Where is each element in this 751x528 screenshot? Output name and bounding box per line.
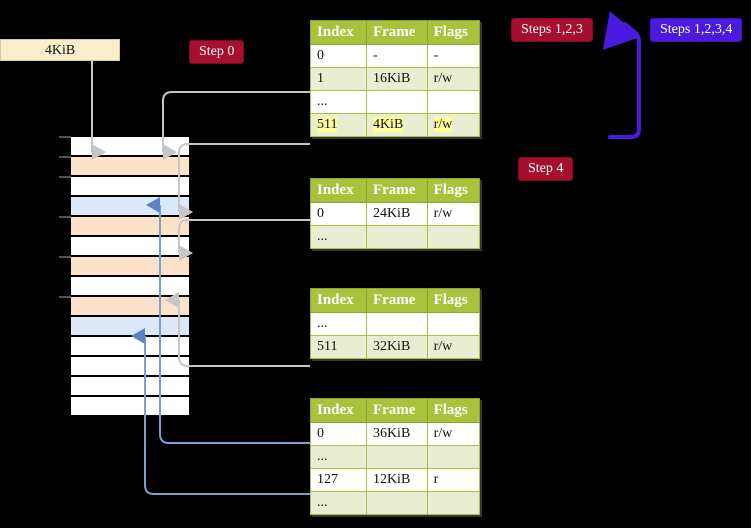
memory-frame-2 xyxy=(59,176,190,196)
memory-frame-0 xyxy=(59,136,190,156)
column-header-flags: Flags xyxy=(426,20,481,45)
table-cell-frame xyxy=(365,225,428,249)
column-header-index: Index xyxy=(310,20,367,45)
column-header-index: Index xyxy=(310,288,367,313)
column-header-frame: Frame xyxy=(365,398,428,423)
table-cell-index: ... xyxy=(310,445,367,469)
memory-frame-9 xyxy=(70,316,190,336)
memory-frame-8 xyxy=(59,296,190,316)
wire-steps-1234-bracket xyxy=(602,10,641,139)
memory-frame-4 xyxy=(59,216,190,236)
memory-frame-tick xyxy=(59,176,71,178)
memory-frame-6 xyxy=(59,256,190,276)
table-cell-frame: 24KiB xyxy=(365,202,428,226)
column-header-flags: Flags xyxy=(426,178,481,203)
table-cell-index: 1 xyxy=(310,67,367,91)
memory-frame-tick xyxy=(59,216,71,218)
column-header-flags: Flags xyxy=(426,288,481,313)
table-cell-index: 511 xyxy=(310,335,367,359)
memory-frame-tick xyxy=(59,296,71,298)
memory-frame-12 xyxy=(70,376,190,396)
table-cell-index: ... xyxy=(310,491,367,515)
table-cell-index: ... xyxy=(310,225,367,249)
memory-frame-5 xyxy=(70,236,190,256)
table-cell-frame: 32KiB xyxy=(365,335,428,359)
memory-frame-3 xyxy=(70,196,190,216)
table-cell-index: 0 xyxy=(310,422,367,446)
column-header-frame: Frame xyxy=(365,20,428,45)
table-cell-frame: 12KiB xyxy=(365,468,428,492)
memory-frame-tick xyxy=(59,156,71,158)
table-cell-index: 0 xyxy=(310,202,367,226)
table-cell-frame xyxy=(365,312,428,336)
table-cell-flags xyxy=(426,445,481,469)
table-cell-frame xyxy=(365,90,428,114)
column-header-frame: Frame xyxy=(365,288,428,313)
wire-l2-row511 xyxy=(165,292,310,367)
memory-frame-tick xyxy=(59,256,71,258)
memory-frame-11 xyxy=(70,356,190,376)
column-header-flags: Flags xyxy=(426,398,481,423)
column-header-index: Index xyxy=(310,178,367,203)
table-cell-frame xyxy=(365,445,428,469)
table-cell-index: 0 xyxy=(310,44,367,68)
table-cell-flags xyxy=(426,225,481,249)
column-header-index: Index xyxy=(310,398,367,423)
table-cell-frame: 4KiB xyxy=(365,113,428,137)
table-cell-flags: r xyxy=(426,468,481,492)
table-row[interactable]: ... xyxy=(310,445,481,469)
table-cell-flags xyxy=(426,90,481,114)
table-cell-index: ... xyxy=(310,90,367,114)
memory-frame-10 xyxy=(70,336,190,356)
badge-step-0: Step 0 xyxy=(189,40,245,64)
memory-frame-tick xyxy=(59,136,71,138)
wire-l3-row0 xyxy=(178,219,310,261)
table-cell-flags: r/w xyxy=(426,113,481,137)
table-cell-flags xyxy=(426,312,481,336)
table-row[interactable]: 0-- xyxy=(310,44,481,68)
table-cell-frame: 36KiB xyxy=(365,422,428,446)
memory-frame-13 xyxy=(70,396,190,416)
table-cell-flags: r/w xyxy=(426,67,481,91)
badge-steps-1-2-3: Steps 1,2,3 xyxy=(511,18,593,42)
wire-l4-row511 xyxy=(178,143,310,220)
table-row[interactable]: ... xyxy=(310,312,481,336)
table-cell-flags: r/w xyxy=(426,335,481,359)
badge-step-4: Step 4 xyxy=(518,157,574,181)
table-cell-frame xyxy=(365,491,428,515)
table-cell-flags: r/w xyxy=(426,422,481,446)
table-row[interactable]: ... xyxy=(310,491,481,515)
table-cell-frame: 16KiB xyxy=(365,67,428,91)
table-cell-index: 511 xyxy=(310,113,367,137)
column-header-frame: Frame xyxy=(365,178,428,203)
table-row[interactable]: ... xyxy=(310,225,481,249)
memory-block-4kib-label: 4KiB xyxy=(0,39,120,61)
memory-frame-1 xyxy=(59,156,190,176)
badge-steps-1-2-3-4: Steps 1,2,3,4 xyxy=(650,18,743,42)
memory-column xyxy=(59,136,190,416)
table-cell-flags: - xyxy=(426,44,481,68)
table-cell-index: ... xyxy=(310,312,367,336)
table-row[interactable]: ... xyxy=(310,90,481,114)
table-cell-flags xyxy=(426,491,481,515)
table-cell-frame: - xyxy=(365,44,428,68)
memory-frame-7 xyxy=(70,276,190,296)
table-cell-flags: r/w xyxy=(426,202,481,226)
table-cell-index: 127 xyxy=(310,468,367,492)
